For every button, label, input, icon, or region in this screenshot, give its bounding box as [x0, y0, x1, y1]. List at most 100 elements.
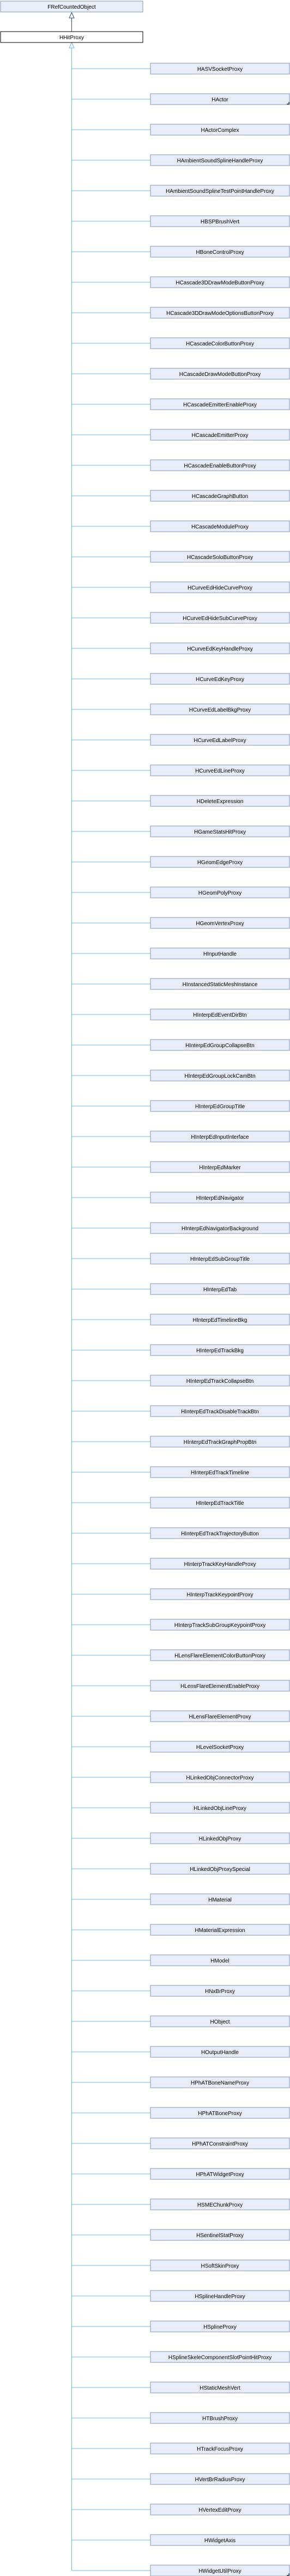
derived-class-node[interactable]: HCascade3DDrawModeButtonProxy [150, 276, 290, 288]
derived-class-node[interactable]: HMaterialExpression [150, 1924, 290, 1936]
derived-class-node[interactable]: HSplineHandleProxy [150, 2290, 290, 2302]
derived-class-box [150, 93, 290, 105]
derived-class-node[interactable]: HObject [150, 2015, 290, 2027]
derived-class-node[interactable]: HSoftSkinProxy [150, 2259, 290, 2271]
derived-class-node[interactable]: HLensFlareElementColorButtonProxy [150, 1649, 290, 1661]
derived-class-node[interactable]: HCascadeDrawModeButtonProxy [150, 368, 290, 380]
derived-class-node[interactable]: HStaticMeshVert [150, 2381, 290, 2393]
derived-class-node[interactable]: HAmbientSoundSplineTestPointHandleProxy [150, 185, 290, 197]
derived-class-node[interactable]: HWidgetUtilProxy [150, 2565, 290, 2576]
derived-class-node[interactable]: HInterpEdInputInterface [150, 1131, 290, 1143]
derived-class-node[interactable]: HSentinelStatProxy [150, 2229, 290, 2241]
derived-class-node[interactable]: HCurveEdHideSubCurveProxy [150, 612, 290, 624]
derived-class-node[interactable]: HCascadeModuleProxy [150, 520, 290, 532]
derived-class-node[interactable]: HInterpEdTrackCollapseBtn [150, 1375, 290, 1387]
derived-class-node[interactable]: HInterpTrackSubGroupKeypointProxy [150, 1619, 290, 1631]
derived-class-box [150, 2443, 290, 2455]
derived-class-node[interactable]: HInterpEdTrackDisableTrackBtn [150, 1405, 290, 1417]
derived-class-node[interactable]: HInterpEdNavigator [150, 1192, 290, 1204]
derived-class-node[interactable]: HLensFlareElementEnableProxy [150, 1680, 290, 1692]
derived-class-label: HDeleteExpression [197, 799, 244, 805]
derived-class-node[interactable]: HVertBrRadiusProxy [150, 2473, 290, 2485]
derived-class-node[interactable]: HOutputHandle [150, 2046, 290, 2058]
derived-class-node[interactable]: HCascadeColorButtonProxy [150, 337, 290, 349]
derived-class-box [150, 1375, 290, 1387]
derived-class-node[interactable]: HLensFlareElementProxy [150, 1710, 290, 1722]
derived-class-node[interactable]: HInterpEdSubGroupTitle [150, 1253, 290, 1265]
derived-class-node[interactable]: HPhATConstraintProxy [150, 2137, 290, 2149]
derived-class-node[interactable]: HCascadeEmitterProxy [150, 429, 290, 441]
derived-class-node[interactable]: HGeomVertexProxy [150, 917, 290, 929]
derived-class-label: HNxBrProxy [205, 1989, 235, 1995]
derived-class-node[interactable]: HPhATWidgetProxy [150, 2168, 290, 2180]
derived-class-node[interactable]: HTrackFocusProxy [150, 2443, 290, 2455]
derived-class-node[interactable]: HTBrushProxy [150, 2412, 290, 2424]
derived-class-label: HSplineHandleProxy [195, 2294, 245, 2300]
derived-class-node[interactable]: HInterpEdMarker [150, 1161, 290, 1173]
derived-class-node[interactable]: HWidgetAxis [150, 2534, 290, 2546]
derived-class-node[interactable]: HSMEChunkProxy [150, 2198, 290, 2210]
derived-class-node[interactable]: HSplineProxy [150, 2320, 290, 2332]
derived-class-node[interactable]: HInstancedStaticMeshInstance [150, 978, 290, 990]
derived-class-node[interactable]: HLevelSocketProxy [150, 1741, 290, 1753]
derived-class-node[interactable]: HInterpEdGroupCollapseBtn [150, 1039, 290, 1051]
derived-class-node[interactable]: HModel [150, 1954, 290, 1966]
derived-class-node[interactable]: HCascadeSoloButtonProxy [150, 551, 290, 563]
derived-class-box [150, 185, 290, 197]
derived-class-node[interactable]: HPhATBoneProxy [150, 2107, 290, 2119]
derived-class-node[interactable]: HInterpEdNavigatorBackground [150, 1222, 290, 1234]
derived-class-node[interactable]: HInterpEdGroupLockCamBtn [150, 1070, 290, 1082]
derived-class-node[interactable]: HVertexEditProxy [150, 2504, 290, 2516]
derived-class-box [150, 825, 290, 837]
derived-class-node[interactable]: HGeomPolyProxy [150, 886, 290, 898]
derived-class-node[interactable]: HActor [150, 93, 290, 105]
derived-class-node[interactable]: HActorComplex [150, 124, 290, 136]
derived-class-box [150, 1436, 290, 1448]
derived-class-node[interactable]: HCurveEdLabelProxy [150, 734, 290, 746]
derived-class-node[interactable]: HCurveEdLineProxy [150, 764, 290, 776]
derived-class-node[interactable]: HLinkedObjProxySpecial [150, 1863, 290, 1875]
derived-class-node[interactable]: HCurveEdHideCurveProxy [150, 581, 290, 593]
derived-class-node[interactable]: HGeomEdgeProxy [150, 856, 290, 868]
derived-class-node[interactable]: HASVSocketProxy [150, 63, 290, 75]
derived-class-node[interactable]: HInterpEdTrackTitle [150, 1497, 290, 1509]
derived-class-node[interactable]: HMaterial [150, 1893, 290, 1905]
root-node[interactable]: FRefCountedObject [0, 1, 143, 13]
derived-class-box [150, 2015, 290, 2027]
derived-class-label: HInterpEdGroupLockCamBtn [184, 1073, 255, 1079]
derived-class-node[interactable]: HNxBrProxy [150, 1985, 290, 1997]
derived-class-node[interactable]: HInterpEdEventDirBtn [150, 1008, 290, 1020]
derived-class-node[interactable]: HInterpEdGroupTitle [150, 1100, 290, 1112]
derived-class-node[interactable]: HCascadeEnableButtonProxy [150, 459, 290, 471]
derived-class-node[interactable]: HCurveEdKeyProxy [150, 673, 290, 685]
derived-class-node[interactable]: HInterpEdTab [150, 1283, 290, 1295]
derived-class-node[interactable]: HPhATBoneNameProxy [150, 2076, 290, 2088]
derived-class-node[interactable]: HAmbientSoundSplineHandleProxy [150, 154, 290, 166]
derived-class-node[interactable]: HInterpTrackKeyHandleProxy [150, 1558, 290, 1570]
derived-class-box [150, 2137, 290, 2149]
focus-node-label: HHitProxy [59, 35, 84, 41]
derived-class-node[interactable]: HCurveEdLabelBkgProxy [150, 703, 290, 715]
derived-class-node[interactable]: HCascadeEmitterEnableProxy [150, 398, 290, 410]
derived-class-box [150, 673, 290, 685]
derived-class-node[interactable]: HCascade3DDrawModeOptionsButtonProxy [150, 307, 290, 319]
derived-class-node[interactable]: HLinkedObjConnectorProxy [150, 1771, 290, 1783]
derived-class-node[interactable]: HInterpTrackKeypointProxy [150, 1588, 290, 1600]
derived-class-node[interactable]: HCurveEdKeyHandleProxy [150, 642, 290, 654]
derived-class-node[interactable]: HDeleteExpression [150, 795, 290, 807]
derived-class-node[interactable]: HInterpEdTrackBkg [150, 1344, 290, 1356]
derived-class-node[interactable]: HCascadeGraphButton [150, 490, 290, 502]
derived-class-node[interactable]: HSplineSkeleComponentSlotPointHitProxy [150, 2351, 290, 2363]
derived-class-label: HCurveEdKeyHandleProxy [187, 646, 253, 652]
derived-class-node[interactable]: HInterpEdTrackTrajectoryButton [150, 1527, 290, 1539]
derived-class-node[interactable]: HInterpEdTimelineBkg [150, 1314, 290, 1326]
derived-class-node[interactable]: HGameStatsHitProxy [150, 825, 290, 837]
derived-class-node[interactable]: HBSPBrushVert [150, 215, 290, 227]
derived-class-node[interactable]: HInterpEdTrackGraphPropBtn [150, 1436, 290, 1448]
derived-class-node[interactable]: HBoneControlProxy [150, 246, 290, 258]
derived-class-node[interactable]: HInterpEdTrackTimeline [150, 1466, 290, 1478]
derived-class-node[interactable]: HLinkedObjProxy [150, 1832, 290, 1844]
derived-class-node[interactable]: HLinkedObjLineProxy [150, 1802, 290, 1814]
derived-class-box [150, 2259, 290, 2271]
derived-class-node[interactable]: HInputHandle [150, 947, 290, 959]
